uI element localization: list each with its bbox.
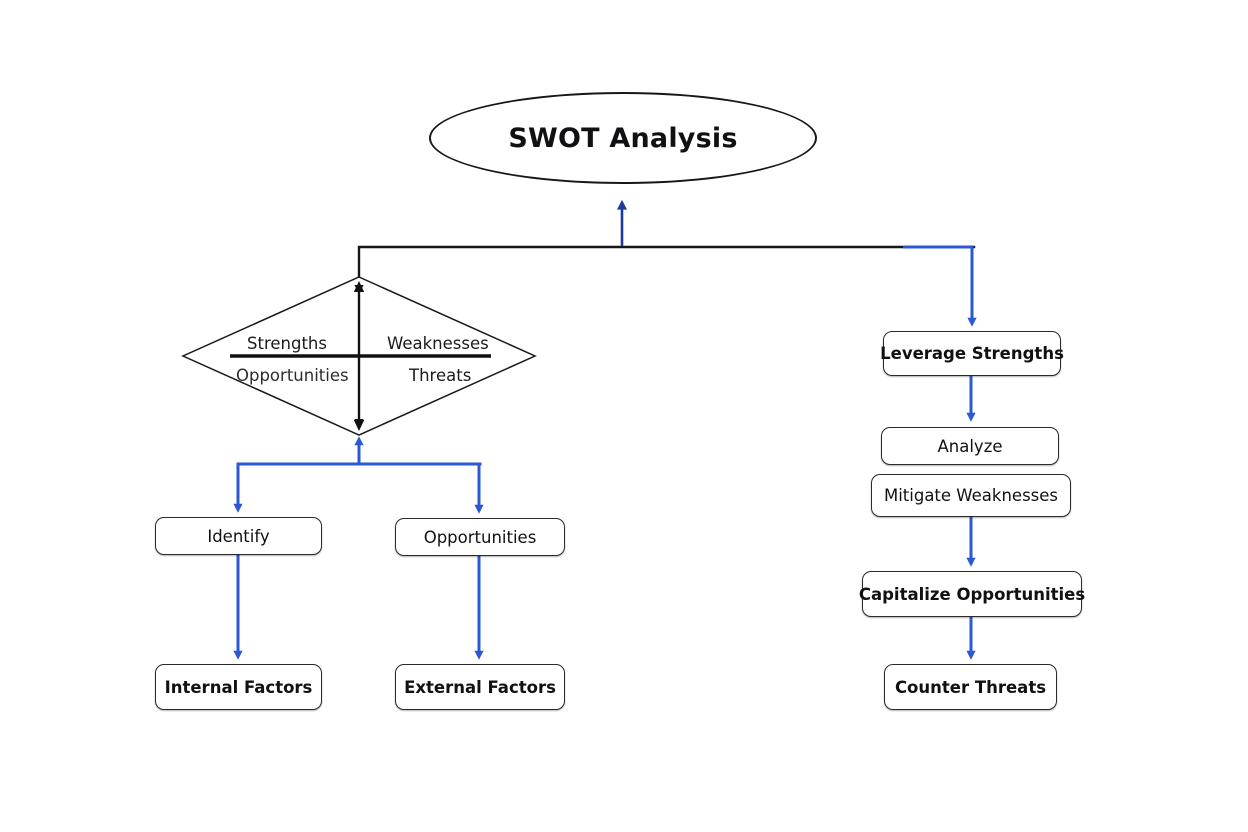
edge-bus-to-leverage-strengths (903, 245, 977, 327)
quadrant-label-strengths: Strengths (247, 334, 327, 353)
node-opportunities-label: Opportunities (423, 527, 537, 547)
node-analyze[interactable]: Analyze (881, 427, 1059, 465)
root-node-swot-analysis[interactable]: SWOT Analysis (429, 92, 817, 184)
top-connector-bus (357, 245, 976, 279)
node-mitigate-weaknesses-label: Mitigate Weaknesses (883, 486, 1059, 505)
node-external-factors-label: External Factors (404, 677, 556, 697)
quadrant-label-weaknesses: Weaknesses (387, 334, 489, 353)
node-identify-label: Identify (207, 526, 270, 546)
diamond-shape (181, 276, 537, 436)
node-identify[interactable]: Identify (155, 517, 322, 555)
node-external-factors[interactable]: External Factors (395, 664, 565, 710)
node-capitalize-opportunities-label: Capitalize Opportunities (858, 584, 1086, 604)
swot-matrix-diamond[interactable]: Strengths Weaknesses Opportunities Threa… (181, 275, 537, 437)
node-internal-factors[interactable]: Internal Factors (155, 664, 322, 710)
node-counter-threats[interactable]: Counter Threats (884, 664, 1057, 710)
quadrant-label-opportunities: Opportunities (236, 366, 349, 385)
node-capitalize-opportunities[interactable]: Capitalize Opportunities (858, 571, 1086, 617)
quadrant-label-threats: Threats (409, 366, 472, 385)
node-leverage-strengths-label: Leverage Strengths (880, 344, 1064, 363)
node-leverage-strengths[interactable]: Leverage Strengths (880, 331, 1064, 376)
root-node-label: SWOT Analysis (508, 122, 738, 154)
node-internal-factors-label: Internal Factors (164, 677, 313, 697)
node-analyze-label: Analyze (937, 436, 1003, 456)
node-mitigate-weaknesses[interactable]: Mitigate Weaknesses (871, 474, 1071, 517)
node-counter-threats-label: Counter Threats (894, 677, 1047, 697)
node-opportunities[interactable]: Opportunities (395, 518, 565, 556)
